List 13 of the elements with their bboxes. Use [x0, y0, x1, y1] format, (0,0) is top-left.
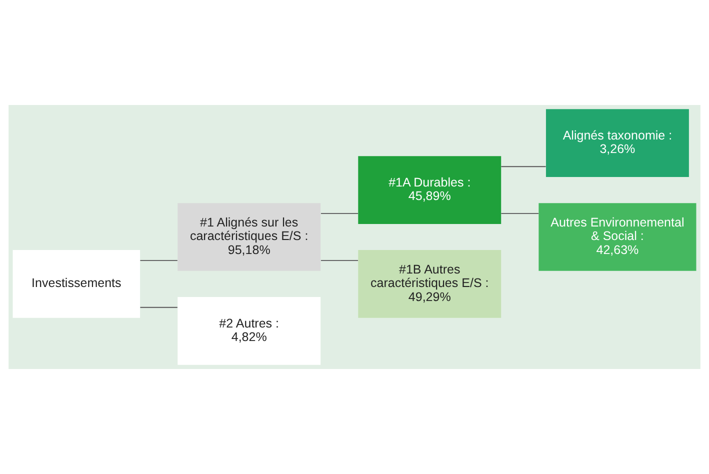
connector	[501, 166, 546, 168]
connector	[501, 213, 539, 214]
node-box: #1 Alignés sur les caractéristiques E/S : 95,18%	[178, 203, 321, 271]
node-box: Autres Environnemental & Social : 42,63%	[538, 203, 696, 271]
node-box: Alignés taxonomie : 3,26%	[546, 109, 689, 177]
connector	[320, 260, 358, 261]
connector	[140, 306, 178, 308]
node-box: #2 Autres : 4,82%	[178, 297, 321, 365]
node-box: #1A Durables : 45,89%	[358, 156, 502, 224]
node-box: Investissements	[12, 250, 140, 318]
node-box: #1B Autres caractéristiques E/S : 49,29%	[358, 250, 502, 318]
connector	[320, 213, 358, 214]
connector	[140, 260, 178, 261]
